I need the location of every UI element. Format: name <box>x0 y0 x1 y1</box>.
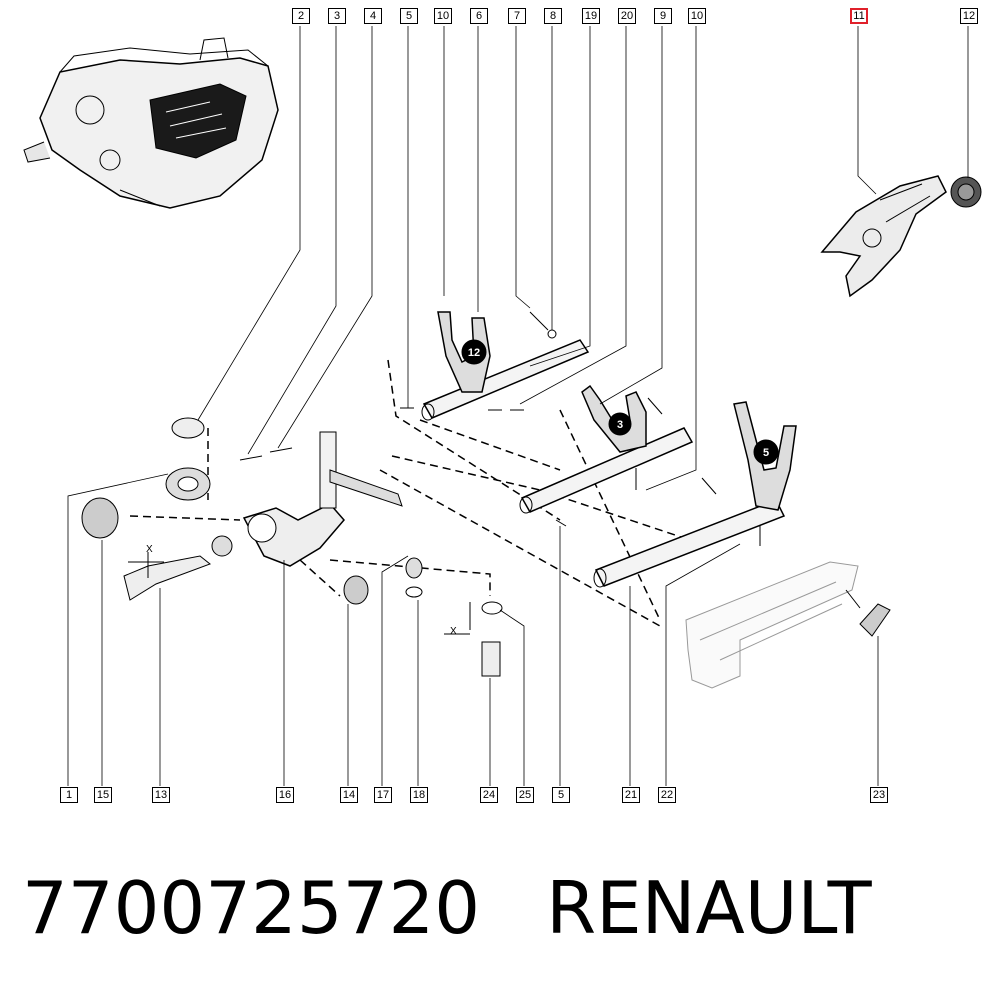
axis-x-label: X <box>450 626 457 637</box>
callout-11[interactable]: 11 <box>850 8 868 24</box>
callout-15[interactable]: 15 <box>94 787 112 803</box>
callout-3[interactable]: 3 <box>328 8 346 24</box>
bottom-leader-lines <box>67 473 879 786</box>
clutch-release-fork-illustration <box>820 175 982 298</box>
callout-10[interactable]: 10 <box>434 8 452 24</box>
detail-badge-label: 3 <box>617 419 623 431</box>
callout-22[interactable]: 22 <box>658 787 676 803</box>
callout-10[interactable]: 10 <box>688 8 706 24</box>
shift-rail-lower <box>593 401 797 588</box>
brand-name: RENAULT <box>546 866 872 950</box>
part-caption: 7700725720 RENAULT <box>22 858 982 958</box>
detail-badge-label: 5 <box>763 447 769 459</box>
callout-13[interactable]: 13 <box>152 787 170 803</box>
part-number: 7700725720 <box>22 866 481 950</box>
callout-1[interactable]: 1 <box>60 787 78 803</box>
callout-9[interactable]: 9 <box>654 8 672 24</box>
callout-18[interactable]: 18 <box>410 787 428 803</box>
detail-badge-label: 12 <box>468 347 480 359</box>
bearing-parts <box>81 417 891 677</box>
shift-rail-upper <box>421 311 590 421</box>
callout-17[interactable]: 17 <box>374 787 392 803</box>
axis-marks <box>128 552 471 635</box>
callout-24[interactable]: 24 <box>480 787 498 803</box>
callout-16[interactable]: 16 <box>276 787 294 803</box>
callout-19[interactable]: 19 <box>582 8 600 24</box>
housing-section-outline <box>685 561 859 689</box>
callout-5[interactable]: 5 <box>400 8 418 24</box>
shift-rail-middle <box>519 384 694 514</box>
callout-14[interactable]: 14 <box>340 787 358 803</box>
callout-7[interactable]: 7 <box>508 8 526 24</box>
callout-25[interactable]: 25 <box>516 787 534 803</box>
callout-6[interactable]: 6 <box>470 8 488 24</box>
callout-4[interactable]: 4 <box>364 8 382 24</box>
selector-lever <box>242 431 403 567</box>
callout-23[interactable]: 23 <box>870 787 888 803</box>
axis-x-label: X <box>146 544 153 555</box>
callout-12[interactable]: 12 <box>960 8 978 24</box>
top-leader-lines <box>197 26 969 491</box>
callout-8[interactable]: 8 <box>544 8 562 24</box>
callout-20[interactable]: 20 <box>618 8 636 24</box>
assembly-paths <box>129 359 691 627</box>
gearbox-overview-illustration <box>23 37 279 209</box>
pins-and-springs <box>239 311 861 609</box>
callout-5[interactable]: 5 <box>552 787 570 803</box>
callout-21[interactable]: 21 <box>622 787 640 803</box>
callout-2[interactable]: 2 <box>292 8 310 24</box>
